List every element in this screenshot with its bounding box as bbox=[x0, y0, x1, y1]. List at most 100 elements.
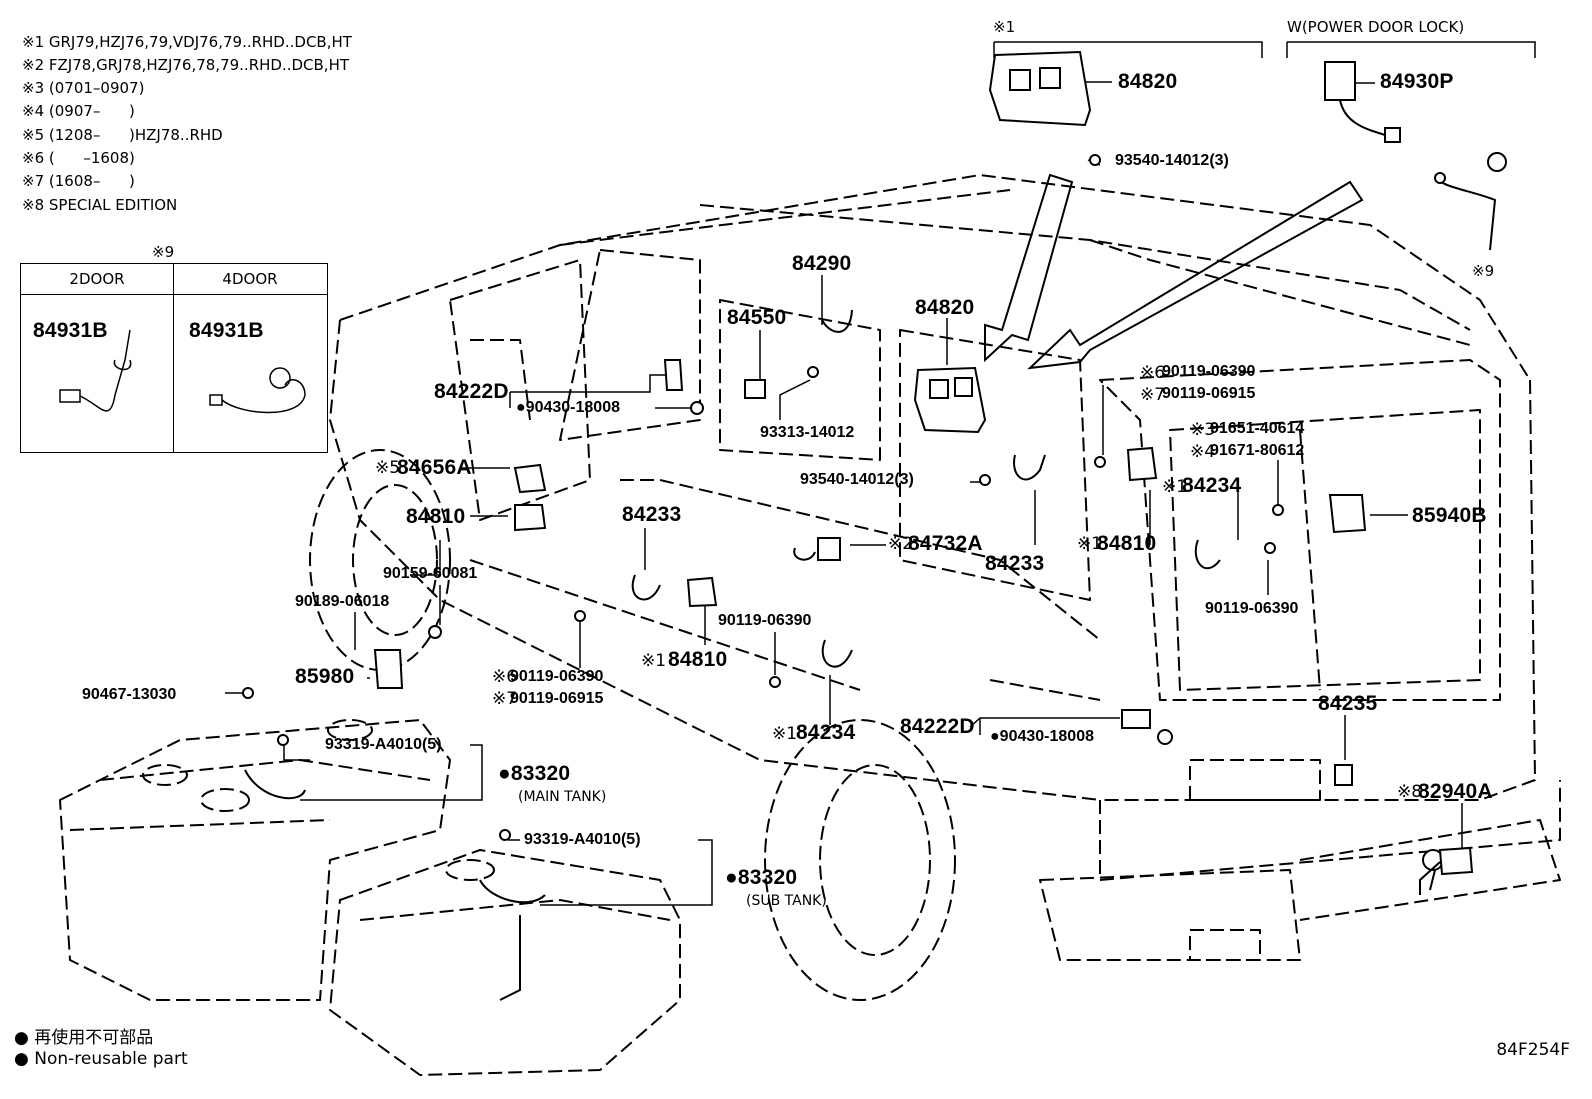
part-number: 90430-18008 bbox=[999, 728, 1094, 745]
part-label: 84656A bbox=[397, 456, 472, 479]
part-label: 90119-06915 bbox=[510, 690, 604, 707]
legend-japanese: ● 再使用不可部品 bbox=[14, 1028, 154, 1048]
marker-3: ※3 bbox=[1190, 420, 1216, 440]
part-label: 90119-06390 bbox=[1162, 363, 1256, 380]
part-label: 84233 bbox=[985, 552, 1045, 575]
part-label: 85940B bbox=[1412, 504, 1487, 527]
part-label: 90119-06390 bbox=[718, 612, 812, 629]
part-label: 91651-40614 bbox=[1210, 420, 1305, 437]
switch-84810-a bbox=[514, 504, 547, 532]
assembly-arrows bbox=[984, 173, 1364, 370]
part-number: 83320 bbox=[510, 762, 571, 785]
legend-non-reusable: ● Non-reusable part bbox=[14, 1049, 188, 1069]
part-label: 84820 bbox=[1118, 70, 1178, 93]
switch-84810-b bbox=[686, 576, 718, 608]
door-variant-inset: 2DOOR 4DOOR 84931B 84931B bbox=[20, 263, 328, 453]
plug-90430-rear bbox=[1121, 709, 1151, 729]
non-reusable-bullet: ● bbox=[725, 866, 738, 889]
inset-divider bbox=[173, 264, 174, 452]
inset-part-4door: 84931B bbox=[189, 319, 264, 342]
part-label: 84810 bbox=[1097, 532, 1157, 555]
plug-90430-top bbox=[663, 359, 684, 391]
part-label-with-bullet: ●90430-18008 bbox=[990, 728, 1094, 746]
part-label: 84235 bbox=[1318, 692, 1378, 715]
part-label: 93319-A4010(5) bbox=[325, 736, 442, 753]
non-reusable-bullet: ● bbox=[498, 762, 511, 785]
part-label-with-bullet: ●90430-18008 bbox=[516, 399, 620, 417]
component-sketches bbox=[242, 50, 1507, 1001]
part-label: 84234 bbox=[796, 721, 856, 744]
part-label: 82940A bbox=[1418, 780, 1493, 803]
part-label: 93319-A4010(5) bbox=[524, 831, 641, 848]
marker-1-84810-rear: ※1 bbox=[1077, 534, 1103, 554]
marker-4: ※4 bbox=[1190, 442, 1216, 462]
door-lock-sensor bbox=[1324, 61, 1356, 101]
switch-84810-c bbox=[1126, 446, 1158, 482]
note-6: ※6 ( –1608) bbox=[22, 149, 135, 167]
power-window-switch-lower bbox=[913, 366, 987, 434]
part-label: 84732A bbox=[908, 532, 983, 555]
leader-lines bbox=[225, 41, 1536, 906]
marker-9-sensor: ※9 bbox=[1472, 262, 1495, 280]
sensor-84656a bbox=[513, 463, 547, 494]
part-label: 84810 bbox=[406, 505, 466, 528]
inset-marker: ※9 bbox=[152, 243, 175, 261]
inset-sketches bbox=[59, 329, 306, 414]
note-4: ※4 (0907– ) bbox=[22, 102, 135, 120]
main-tank-caption: (MAIN TANK) bbox=[518, 789, 607, 805]
part-label: 84234 bbox=[1182, 474, 1242, 497]
part-number: 90430-18008 bbox=[525, 399, 620, 416]
part-number: 83320 bbox=[737, 866, 798, 889]
part-label: 84290 bbox=[792, 252, 852, 275]
part-label: 90119-06390 bbox=[1205, 600, 1299, 617]
diagram-code: 84F254F bbox=[1496, 1040, 1570, 1060]
part-label: 84820 bbox=[915, 296, 975, 319]
part-label: 84930P bbox=[1380, 70, 1454, 93]
part-label: 84550 bbox=[727, 306, 787, 329]
part-label: 93313-14012 bbox=[760, 424, 855, 441]
marker-8: ※8 bbox=[1397, 782, 1423, 802]
marker-6-upper: ※6 bbox=[1140, 363, 1166, 383]
note-1: ※1 GRJ79,HZJ76,79,VDJ76,79..RHD..DCB,HT bbox=[22, 33, 352, 51]
part-label: 84233 bbox=[622, 503, 682, 526]
note-7: ※7 (1608– ) bbox=[22, 172, 135, 190]
part-label-with-bullet: ●83320 bbox=[498, 762, 570, 786]
part-label: 91671-80612 bbox=[1210, 442, 1305, 459]
connector-84550 bbox=[744, 379, 766, 399]
part-label: 84222D bbox=[900, 715, 975, 738]
note-3: ※3 (0701–0907) bbox=[22, 79, 145, 97]
group-marker-1: ※1 bbox=[993, 18, 1016, 36]
marker-7-upper: ※7 bbox=[1140, 385, 1166, 405]
marker-7-lower: ※7 bbox=[492, 689, 518, 709]
marker-5: ※5 bbox=[375, 458, 401, 478]
inset-col-4door: 4DOOR bbox=[173, 264, 327, 295]
part-label: 84222D bbox=[434, 380, 509, 403]
part-label: 85980 bbox=[295, 665, 355, 688]
marker-6-lower: ※6 bbox=[492, 667, 518, 687]
part-label: 90119-06915 bbox=[1162, 385, 1256, 402]
buzzer-82940a bbox=[1438, 846, 1474, 876]
note-5: ※5 (1208– )HZJ78..RHD bbox=[22, 126, 223, 144]
sub-tank-caption: (SUB TANK) bbox=[746, 893, 827, 909]
note-2: ※2 FZJ78,GRJ78,HZJ76,78,79..RHD..DCB,HT bbox=[22, 56, 350, 74]
non-reusable-bullet: ● bbox=[990, 728, 1000, 745]
part-label: 90119-06390 bbox=[510, 668, 604, 685]
vehicle-body-outline bbox=[59, 174, 1561, 1076]
part-label: 90159-60081 bbox=[383, 565, 478, 582]
marker-1-84810: ※1 bbox=[641, 651, 667, 671]
part-label: 93540-14012(3) bbox=[800, 471, 914, 488]
inset-part-2door: 84931B bbox=[33, 319, 108, 342]
part-label-with-bullet: ●83320 bbox=[725, 866, 797, 890]
marker-1-84234-rear: ※1 bbox=[1162, 477, 1188, 497]
non-reusable-bullet: ● bbox=[516, 399, 526, 416]
note-8: ※8 SPECIAL EDITION bbox=[22, 196, 178, 214]
inset-col-2door: 2DOOR bbox=[21, 264, 173, 295]
part-label: 90467-13030 bbox=[82, 686, 177, 703]
connector-84732a bbox=[817, 537, 841, 561]
part-label: 90189-06018 bbox=[295, 593, 390, 610]
relay-85980 bbox=[373, 649, 404, 689]
part-label: 84810 bbox=[668, 648, 728, 671]
group-power-door-lock: W(POWER DOOR LOCK) bbox=[1287, 18, 1465, 36]
part-label: 93540-14012(3) bbox=[1115, 152, 1229, 169]
